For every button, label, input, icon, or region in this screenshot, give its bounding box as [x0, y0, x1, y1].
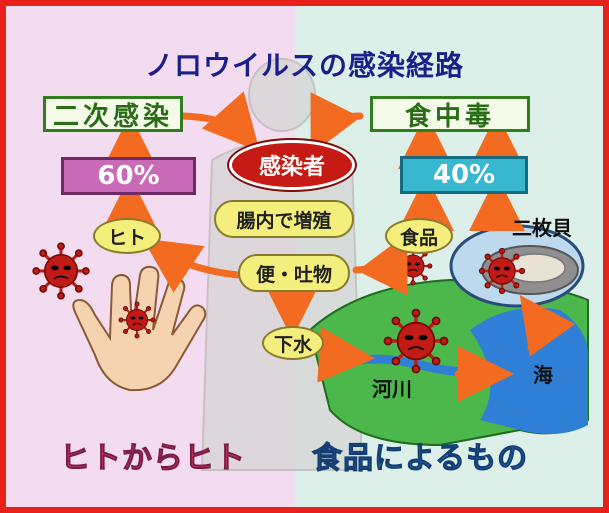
- percent-food-box: 40%: [400, 156, 528, 194]
- secondary-infection-box: 二次感染: [43, 96, 183, 132]
- virus-icon: [478, 247, 526, 295]
- food-borne-caption: 食品によるもの: [311, 441, 529, 477]
- infected-person-label: 感染者: [229, 140, 355, 190]
- virus-icon: [118, 301, 156, 339]
- bivalves-label: 二枚貝: [512, 216, 572, 240]
- person-to-person-caption: ヒトからヒト: [60, 441, 246, 477]
- virus-icon: [382, 307, 450, 375]
- sea-label: 海: [533, 363, 553, 387]
- flow-arrows: [102, 91, 576, 402]
- percent-person-box: 60%: [61, 157, 196, 195]
- river-label: 河川: [372, 377, 412, 401]
- food-poisoning-box: 食中毒: [370, 96, 530, 132]
- person-node: ヒト: [93, 218, 161, 254]
- excretion-label: 便・吐物: [238, 254, 350, 292]
- sewage-node: 下水: [262, 326, 324, 360]
- virus-icon: [31, 241, 91, 301]
- food-node: 食品: [385, 218, 453, 254]
- intestinal-growth-label: 腸内で増殖: [214, 200, 354, 238]
- diagram-title: ノロウイルスの感染経路: [144, 49, 464, 82]
